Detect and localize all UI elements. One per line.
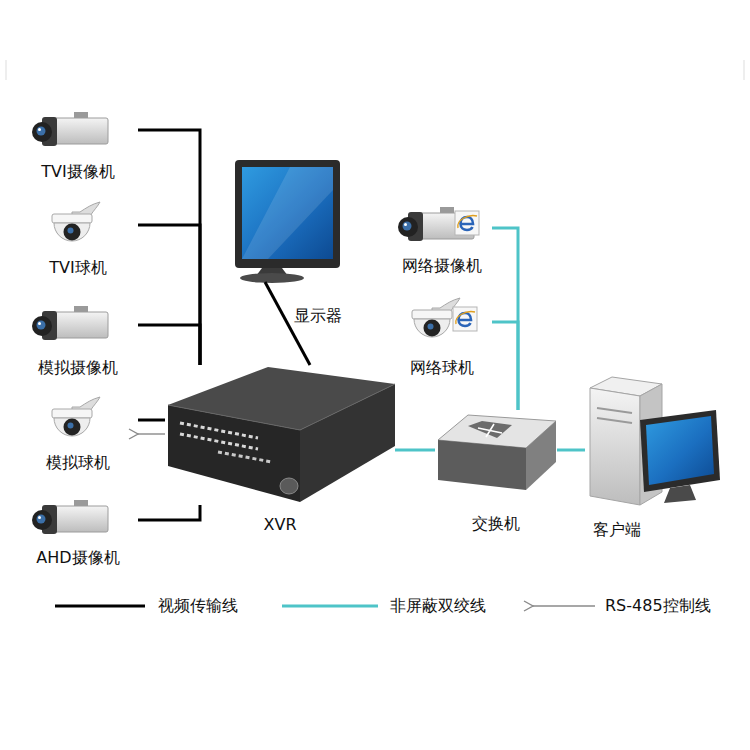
video-connector — [138, 325, 200, 365]
client-icon-part — [590, 388, 640, 505]
client-icon-part — [664, 485, 696, 503]
xvr-icon-part — [300, 384, 395, 502]
client-icon-part — [597, 408, 632, 413]
device-label: AHD摄像机 — [36, 548, 119, 568]
device-label: 显示器 — [294, 306, 342, 326]
client-icon-part — [640, 410, 720, 492]
camera-icons-part — [32, 112, 108, 146]
network-camera-node: 网络摄像机 — [392, 202, 492, 278]
video-connector — [138, 130, 200, 365]
legend-samples-part — [282, 605, 378, 608]
camera-node: 模拟摄像机 — [18, 302, 138, 380]
device-label: TVI球机 — [49, 258, 106, 278]
legend-text: RS-485控制线 — [605, 596, 711, 616]
xvr-icon — [168, 367, 395, 502]
legend-text: 非屏蔽双绞线 — [390, 596, 486, 616]
video-connector — [138, 419, 165, 422]
device-label: 网络球机 — [410, 358, 474, 378]
network-dome-node: 网络球机 — [392, 294, 492, 380]
monitor-icon — [235, 160, 340, 283]
monitor-icon-part — [235, 160, 340, 268]
dome-camera-node: TVI球机 — [18, 198, 138, 280]
video-connector — [138, 225, 200, 365]
client-icon-part — [646, 416, 714, 485]
camera-icons-part — [455, 211, 479, 235]
twisted-pair-connector — [557, 449, 585, 452]
monitor-icon-part — [242, 167, 333, 259]
xvr-icon-part — [180, 423, 258, 438]
client-icon-part — [597, 418, 632, 423]
device-label: 模拟摄像机 — [38, 358, 118, 378]
video-connector — [138, 505, 200, 520]
camera-icons-part — [52, 202, 100, 241]
dome-camera-node: 模拟球机 — [18, 393, 138, 475]
camera-icons-part — [32, 500, 108, 534]
xvr-icon-part — [180, 434, 258, 449]
legend-samples-part — [533, 605, 595, 606]
xvr-icon-part — [168, 405, 300, 502]
device-label: 交换机 — [472, 514, 520, 534]
monitor-node: 显示器 — [232, 158, 345, 282]
device-label: TVI摄像机 — [41, 162, 114, 182]
switch-node: 交换机 — [435, 410, 557, 492]
xvr-node: XVR — [165, 365, 395, 505]
top-rule — [6, 60, 744, 80]
legend-text: 视频传输线 — [158, 596, 238, 616]
switch-icon-part — [468, 421, 512, 438]
camera-icons — [32, 112, 479, 534]
device-label: 网络摄像机 — [402, 256, 482, 276]
camera-icons-part — [52, 397, 100, 436]
camera-node: AHD摄像机 — [18, 496, 138, 570]
twisted-pair-connector — [492, 322, 518, 410]
switch-icon-part — [438, 440, 526, 490]
xvr-icon-part — [218, 452, 272, 462]
rs485-connector — [138, 433, 165, 434]
top-rule-part — [6, 60, 7, 80]
xvr-icon-part — [280, 478, 298, 494]
monitor-icon-part — [242, 167, 333, 259]
twisted-pair-connector — [395, 449, 435, 452]
twisted-pair-connector — [492, 228, 518, 410]
switch-icon-part — [478, 424, 502, 437]
switch-icon-part — [526, 421, 556, 490]
top-rule-part — [744, 60, 745, 80]
xvr-icon-part — [168, 405, 300, 430]
camera-node: TVI摄像机 — [18, 108, 138, 184]
legend-samples — [55, 606, 595, 607]
device-label: XVR — [263, 515, 296, 535]
camera-icons-part — [453, 307, 477, 331]
xvr-icon-part — [300, 384, 395, 430]
client-node: 客户端 — [585, 374, 722, 506]
monitor-icon-part — [240, 273, 304, 283]
camera-icons-part — [32, 306, 108, 340]
legend-samples-part — [55, 605, 145, 608]
switch-icon — [438, 415, 556, 490]
device-label: 客户端 — [593, 520, 641, 540]
client-icon — [590, 377, 720, 505]
device-label: 模拟球机 — [46, 453, 110, 473]
